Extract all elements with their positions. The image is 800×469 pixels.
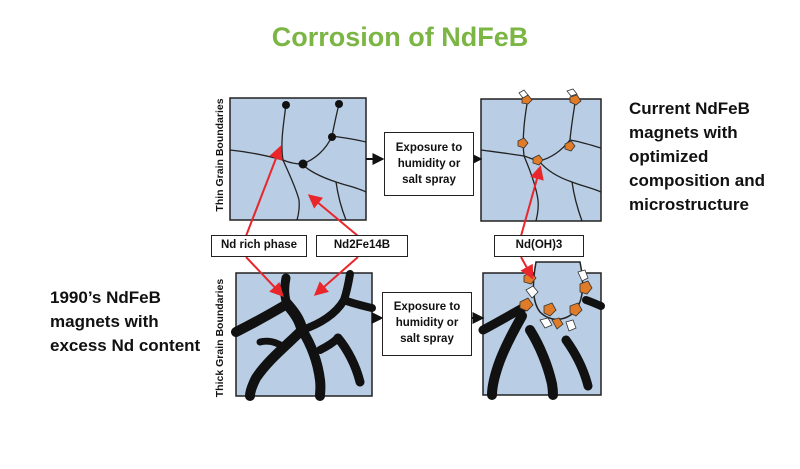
exposure-bottom-line-3: salt spray [400,333,454,345]
exposure-bottom-line-1: Exposure to [393,301,461,313]
left-caption-line-3: excess Nd content [50,336,201,355]
right-caption-line-1: Current NdFeB [629,99,750,118]
exposure-bottom-line-2: humidity or [395,317,459,329]
exposure-top-line-1: Exposure to [395,142,463,154]
1990s-magnets-caption: 1990’s NdFeB magnets with excess Nd cont… [50,286,200,358]
nd-rich-particles [282,100,343,169]
arrow-ndoh3-thin [520,165,544,237]
current-magnets-caption: Current NdFeB magnets with optimized com… [629,97,765,217]
arrow-nd2fe14b-thin [307,194,359,237]
exposure-top-line-2: humidity or [397,158,461,170]
exposure-top-line-3: salt spray [402,174,456,186]
arrow-nd-rich-thick [245,256,284,298]
panel-thick-before [231,270,376,401]
right-caption-line-3: optimized [629,147,709,166]
right-caption-line-2: magnets with [629,123,738,142]
label-nd2fe14b: Nd2Fe14B [316,235,408,257]
exposure-box-top: Exposure to humidity or salt spray [384,132,474,196]
oxidized-particles [519,271,593,330]
hydroxide-particles [525,269,589,332]
thick-grain-boundaries [231,270,376,401]
left-caption-line-2: magnets with [50,312,159,331]
panel-thin-before [229,97,367,221]
right-caption-line-4: composition and [629,171,765,190]
page-title: Corrosion of NdFeB [271,22,529,52]
arrow-ndoh3-thick [520,256,534,280]
right-caption-line-5: microstructure [629,195,749,214]
label-ndoh3: Nd(OH)3 [494,235,584,257]
hydroxide-particles [518,88,578,99]
grain-panel [229,97,367,221]
oxidized-particles [517,94,582,166]
left-caption-line-1: 1990’s NdFeB [50,288,161,307]
panel-thin-after [480,88,602,222]
panel-thick-after [478,261,605,400]
pointer-arrows [245,145,544,298]
arrow-nd-rich-thin [245,145,283,237]
label-nd-rich-phase: Nd rich phase [211,235,307,257]
arrow-nd2fe14b-thick [313,256,359,296]
thick-grain-boundaries [478,296,605,400]
exposure-box-bottom: Exposure to humidity or salt spray [382,292,472,356]
